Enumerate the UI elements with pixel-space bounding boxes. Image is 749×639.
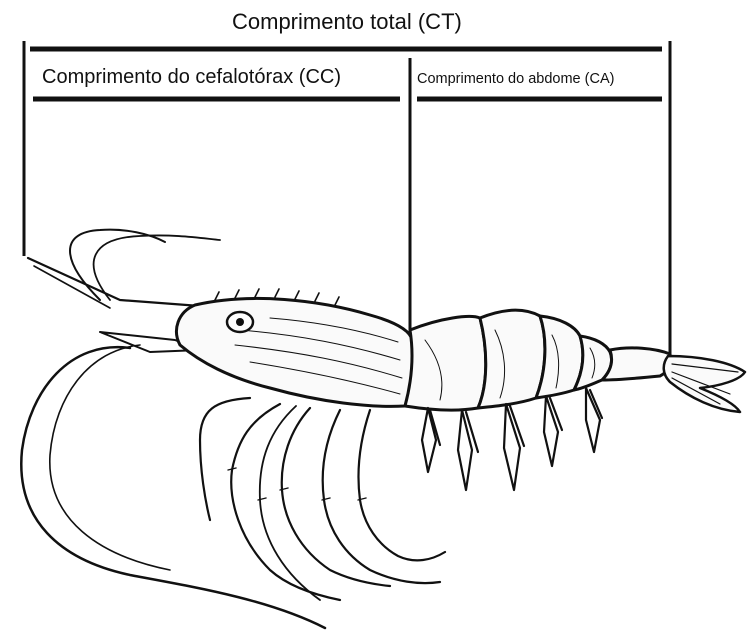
long-antenna-inner xyxy=(50,345,170,570)
pleopod-1 xyxy=(422,408,440,472)
abdomen-segment-1 xyxy=(405,317,486,411)
pleopod-5 xyxy=(586,388,602,452)
antennule-2 xyxy=(94,235,220,300)
abdomen-segment-2 xyxy=(478,310,545,408)
shrimp-illustration xyxy=(21,230,745,628)
abdomen-segment-5 xyxy=(602,348,671,380)
antennule-1 xyxy=(70,230,165,300)
pleopod-2 xyxy=(458,410,478,490)
rostrum-lower xyxy=(34,266,110,308)
walking-leg-3 xyxy=(282,408,390,586)
walking-leg-5 xyxy=(358,410,445,560)
leg-joints xyxy=(228,468,366,500)
rostrum xyxy=(28,258,200,306)
pleopod-4 xyxy=(544,396,562,466)
pleopod-3 xyxy=(504,404,524,490)
eye-pupil xyxy=(236,318,244,326)
carapace xyxy=(176,298,412,406)
walking-leg-6 xyxy=(260,406,320,600)
walking-leg-1 xyxy=(200,398,250,520)
